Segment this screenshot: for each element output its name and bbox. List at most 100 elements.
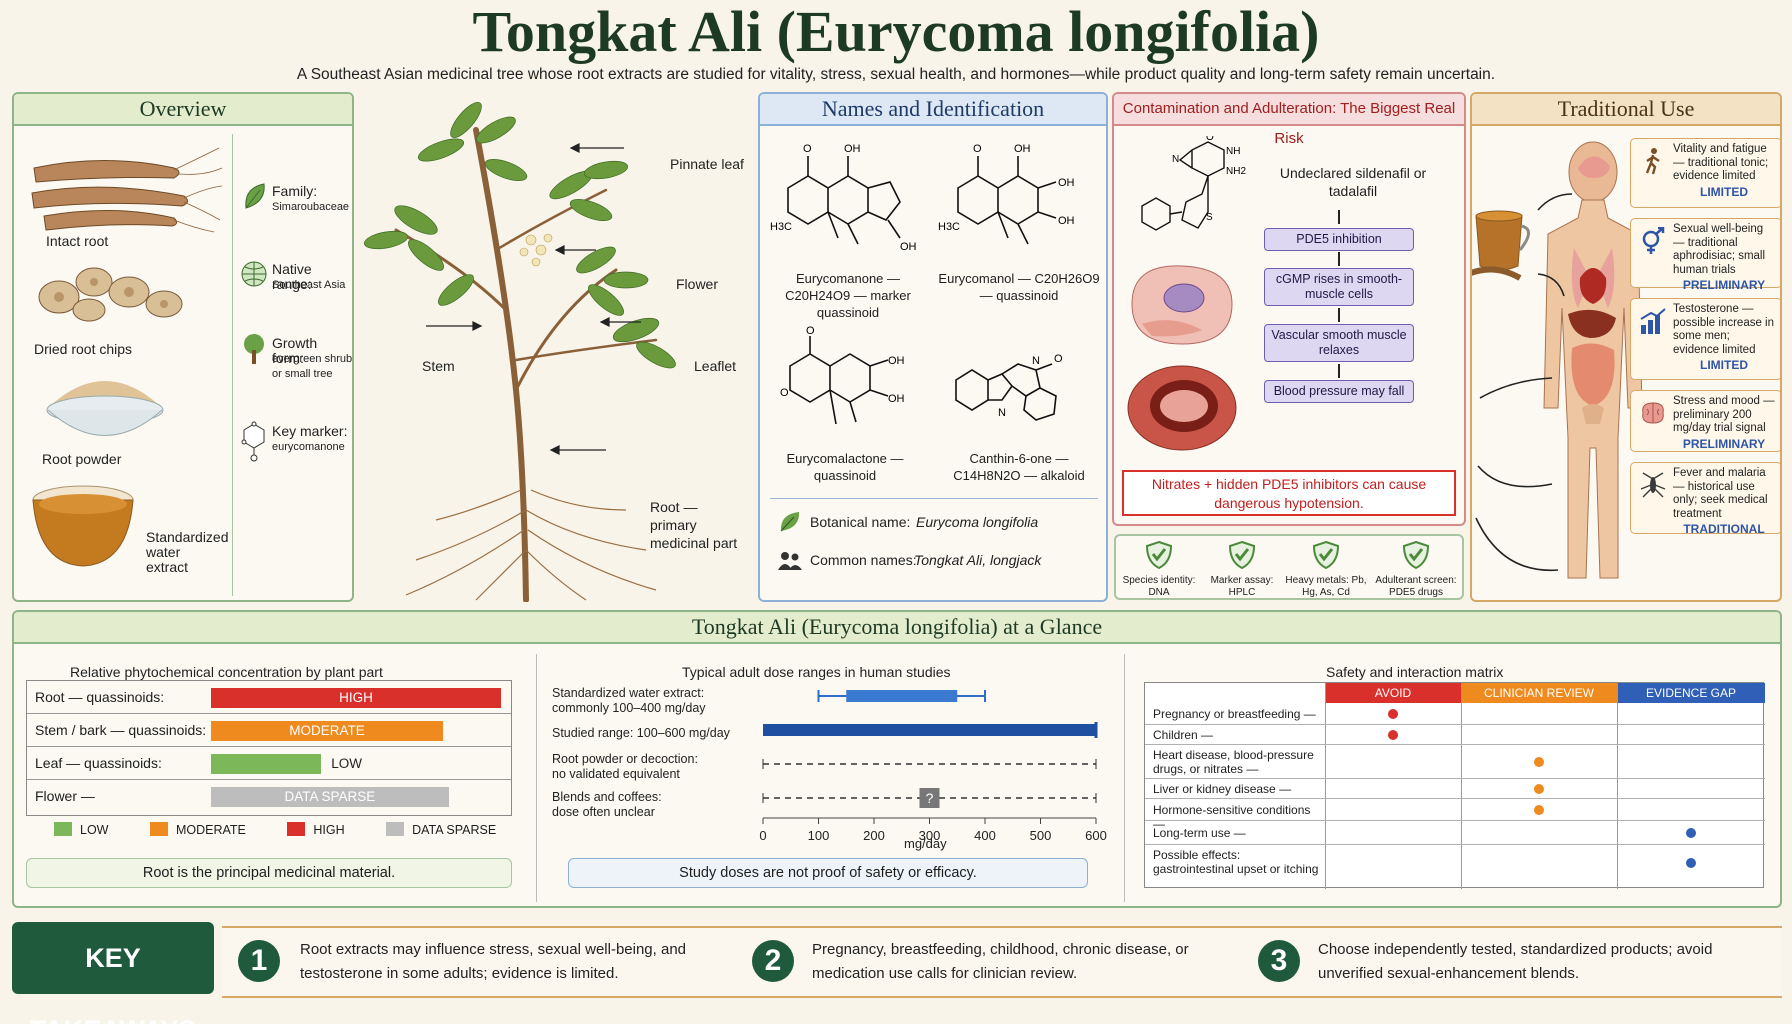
- evidence-level: PRELIMINARY: [1682, 278, 1766, 292]
- compound-caption-eurycomanol: Eurycomanol — C20H26O9 — quassinoid: [938, 271, 1100, 303]
- matrix-marker-dot: [1388, 709, 1398, 719]
- check-heavy-metals: Heavy metals: Pb, Hg, As, Cd: [1284, 540, 1368, 598]
- dose-tick-label: 600: [1085, 828, 1107, 843]
- matrix-col-clinician-review: CLINICIAN REVIEW: [1461, 683, 1617, 703]
- svg-text:H3C: H3C: [770, 221, 792, 233]
- undeclared-drug-label: Undeclared sildenafil or tadalafil: [1279, 165, 1427, 199]
- svg-text:O: O: [780, 387, 789, 399]
- svg-text:O: O: [1206, 136, 1214, 143]
- matrix-row: Children —: [1145, 725, 1765, 745]
- eurycomanol-structure: O OH OH OH H3C: [938, 143, 1075, 245]
- dose-tick-label: 400: [974, 828, 996, 843]
- dose-tick-label: 0: [759, 828, 766, 843]
- bar-chart-icon: [1640, 308, 1666, 334]
- concentration-bar: DATA SPARSE: [211, 787, 449, 807]
- root-powder-illustration: [46, 381, 164, 436]
- molecule-icon: [241, 421, 265, 462]
- names-divider: [770, 498, 1098, 499]
- takeaway-number-1: 1: [238, 940, 280, 982]
- concentration-note: Root is the principal medicinal material…: [26, 858, 512, 888]
- dose-row-label-blends: Blends and coffees: dose often unclear: [552, 790, 662, 819]
- matrix-row: Possible effects: gastrointestinal upset…: [1145, 845, 1765, 881]
- water-extract-bowl-illustration: [32, 485, 134, 567]
- use-text: Stress and mood — preliminary 200 mg/day…: [1673, 395, 1775, 434]
- compound-caption-eurycomanone: Eurycomanone — C20H24O9 — marker quassin…: [785, 271, 911, 320]
- dose-tick-label: 100: [808, 828, 830, 843]
- concentration-row: Root — quassinoids:HIGH: [27, 681, 511, 714]
- page-subtitle: A Southeast Asian medicinal tree whose r…: [296, 66, 1496, 83]
- matrix-marker-dot: [1686, 828, 1696, 838]
- matrix-marker-dot: [1686, 858, 1696, 868]
- matrix-marker-dot: [1534, 805, 1544, 815]
- flow-arrow: [1338, 364, 1340, 378]
- plant-label-pinnate-leaf: Pinnate leaf: [670, 156, 744, 172]
- names-title: Names and Identification: [760, 94, 1106, 126]
- common-names-value: Tongkat Ali, longjack: [914, 552, 1042, 568]
- names-panel: Names and Identification O OH OH H3C Eur…: [758, 92, 1108, 602]
- takeaway-number-3: 3: [1258, 940, 1300, 982]
- concentration-part-label: Stem / bark — quassinoids:: [35, 722, 207, 738]
- contamination-title: Contamination and Adulteration: The Bigg…: [1114, 94, 1464, 147]
- blood-vessel-illustration: [1127, 365, 1237, 451]
- root-chips-illustration: [38, 267, 183, 322]
- dose-row-label-studied-range: Studied range: 100–600 mg/day: [552, 726, 730, 740]
- matrix-row-label: Hormone-sensitive conditions —: [1153, 803, 1311, 831]
- evidence-level: PRELIMINARY: [1682, 436, 1766, 451]
- use-text: Vitality and fatigue — traditional tonic…: [1673, 143, 1769, 182]
- flow-step-vascular-relax: Vascular smooth muscle relaxes: [1264, 324, 1414, 362]
- shield-check-icon: [1402, 540, 1430, 570]
- matrix-col-evidence-gap: EVIDENCE GAP: [1617, 683, 1765, 703]
- page-title: Tongkat Ali (Eurycoma longifolia): [472, 0, 1320, 64]
- matrix-row: Pregnancy or breastfeeding —: [1145, 703, 1765, 725]
- concentration-part-label: Root — quassinoids:: [35, 689, 165, 705]
- takeaway-number-2: 2: [752, 940, 794, 982]
- use-text: Testosterone — possible increase in some…: [1673, 303, 1775, 356]
- matrix-row: Liver or kidney disease —: [1145, 779, 1765, 799]
- evidence-level: TRADITIONAL: [1683, 522, 1765, 536]
- botanical-name-value: Eurycoma longifolia: [916, 514, 1039, 530]
- fact-value-family: Simaroubaceae: [272, 201, 350, 213]
- glance-divider: [536, 654, 537, 902]
- traditional-use-title: Traditional Use: [1472, 94, 1780, 126]
- traditional-use-panel: Traditional Use Vitality and fatigue — t…: [1470, 92, 1782, 602]
- mosquito-icon: [1640, 472, 1666, 498]
- dose-tick-label: 200: [863, 828, 885, 843]
- matrix-row-label: Pregnancy or breastfeeding —: [1153, 707, 1316, 721]
- form-label-water-extract: Standardized water extract: [146, 529, 229, 575]
- flow-step-cgmp: cGMP rises in smooth-muscle cells: [1264, 268, 1414, 306]
- dose-box: [846, 690, 958, 702]
- sildenafil-structure: O NH NH2 S N: [1141, 136, 1246, 231]
- dose-row-label-water-extract: Standardized water extract: commonly 100…: [552, 686, 706, 715]
- svg-text:O: O: [973, 143, 982, 155]
- legend-label: HIGH: [313, 823, 345, 837]
- concentration-row: Leaf — quassinoids:LOW: [27, 747, 511, 780]
- quality-checks-panel: Species identity: DNA Marker assay: HPLC…: [1114, 534, 1464, 600]
- legend-label: MODERATE: [175, 823, 246, 837]
- svg-text:OH: OH: [1014, 143, 1031, 155]
- fact-value-native-range: Southeast Asia: [272, 279, 346, 291]
- legend-item-low: LOW: [54, 822, 108, 837]
- dose-note: Study doses are not proof of safety or e…: [568, 858, 1088, 888]
- plant-label-flower: Flower: [676, 276, 719, 292]
- matrix-marker-dot: [1534, 784, 1544, 794]
- overview-divider: [232, 134, 233, 596]
- overview-title: Overview: [14, 94, 352, 126]
- takeaway-text-2: Pregnancy, breastfeeding, childhood, chr…: [812, 941, 1189, 982]
- form-label-root-powder: Root powder: [42, 451, 122, 467]
- key-takeaways-strip: [222, 926, 1782, 998]
- concentration-level: MODERATE: [289, 723, 365, 738]
- flow-arrow: [1338, 210, 1340, 224]
- svg-text:OH: OH: [888, 355, 905, 367]
- plant-label-stem: Stem: [422, 358, 455, 374]
- legend-item-high: HIGH: [287, 822, 345, 837]
- safety-matrix-section: Safety and interaction matrix AVOID CLIN…: [1126, 652, 1780, 906]
- svg-text:H3C: H3C: [938, 221, 960, 233]
- use-card-stress-mood: Stress and mood — preliminary 200 mg/day…: [1630, 390, 1780, 452]
- hypotension-warning: Nitrates + hidden PDE5 inhibitors can ca…: [1122, 470, 1456, 516]
- intact-root-illustration: [31, 147, 223, 233]
- leaf-icon: [780, 512, 800, 532]
- svg-text:O: O: [803, 143, 812, 155]
- walking-person-icon: [1645, 148, 1660, 175]
- globe-icon: [241, 261, 267, 287]
